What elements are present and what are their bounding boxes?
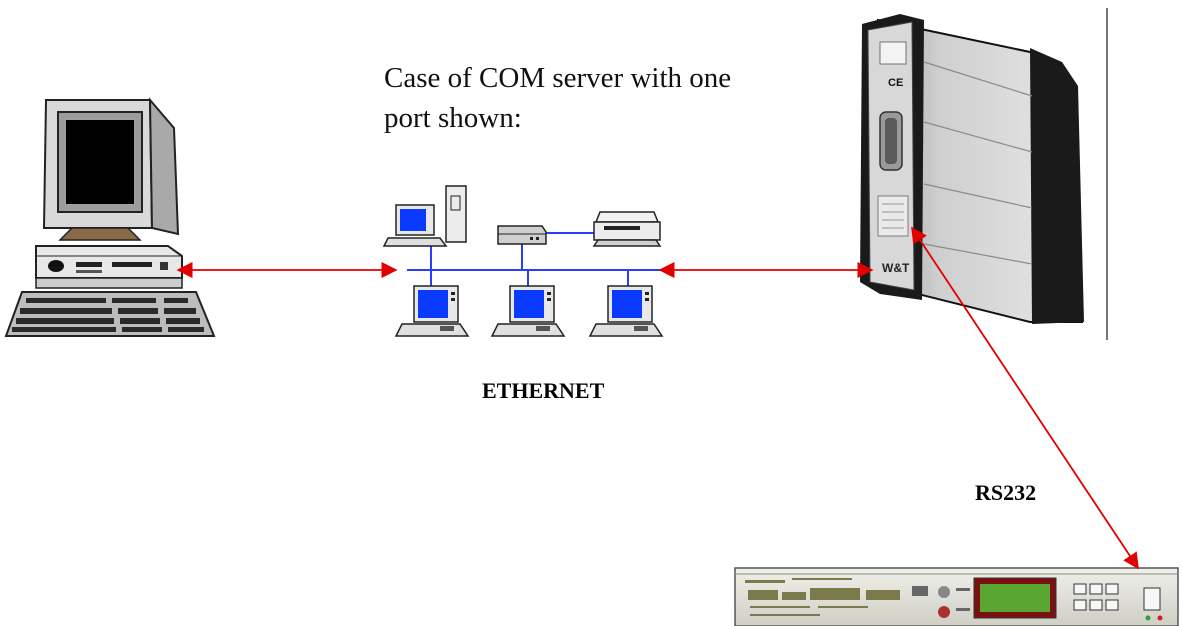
network-workstation-icon [490, 285, 566, 337]
com-server-icon: CE W&T [860, 14, 1084, 324]
hub-icon [497, 225, 547, 245]
ethernet-label: ETHERNET [482, 378, 605, 403]
desktop-computer-icon [4, 97, 216, 337]
caption-line-1: Case of COM server with one [384, 62, 732, 94]
device-logo: W&T [882, 261, 910, 275]
workstation-tower-icon [382, 185, 467, 247]
network-workstation-icon [588, 285, 664, 337]
ethernet-network [382, 185, 664, 337]
diagram-caption: Case of COM server with one port shown: [384, 58, 804, 138]
caption-line-2: port shown: [384, 102, 522, 134]
rack-instrument-icon [734, 567, 1179, 626]
ce-mark: CE [888, 77, 903, 89]
network-workstation-icon [394, 285, 470, 337]
rs232-link-arrow [911, 226, 1139, 570]
printer-icon [592, 211, 662, 247]
